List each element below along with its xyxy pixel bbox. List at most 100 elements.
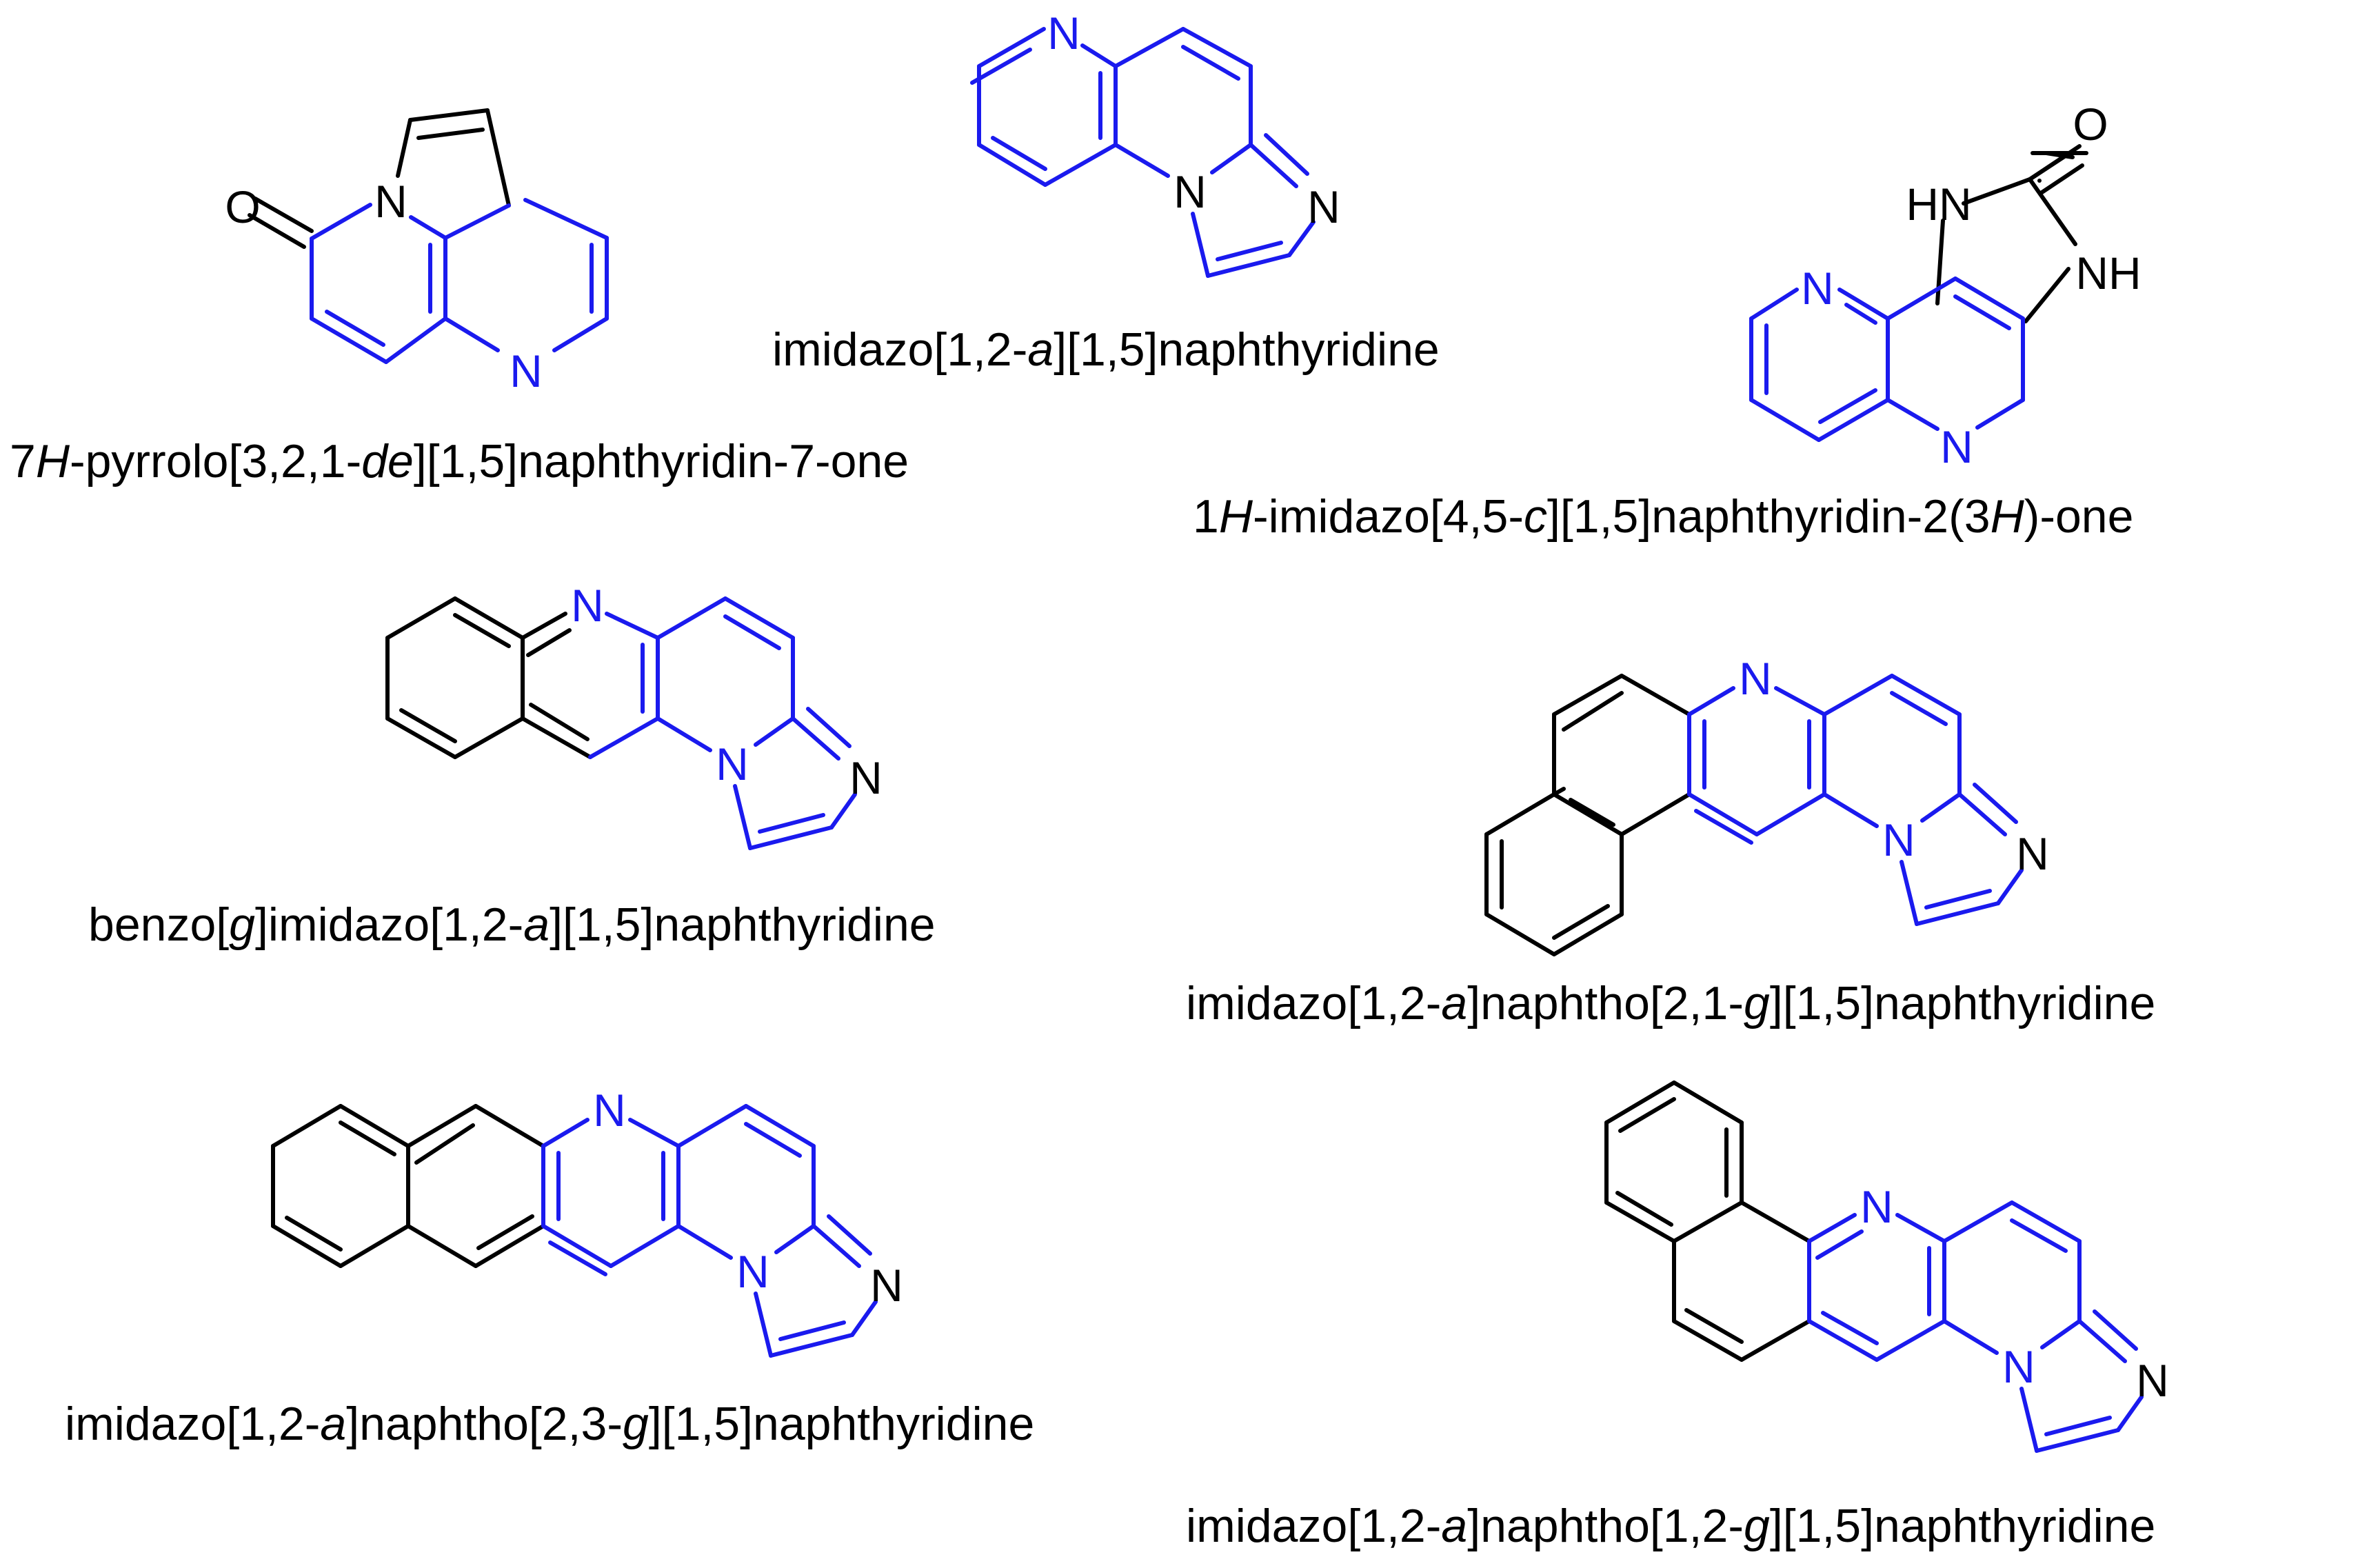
bond <box>806 707 852 748</box>
bond <box>628 1118 681 1148</box>
bond <box>744 1104 816 1148</box>
bond <box>754 716 795 747</box>
bond <box>1484 912 1556 956</box>
bond <box>2077 1319 2127 1363</box>
bond <box>588 716 660 759</box>
bond <box>2010 1200 2082 1243</box>
bond <box>754 1291 773 1358</box>
atom-o: O <box>2073 99 2108 150</box>
bond <box>1181 27 1253 68</box>
bond <box>1552 912 1624 956</box>
bond <box>656 716 712 752</box>
bond <box>2010 1218 2068 1253</box>
bond <box>552 316 609 352</box>
bond <box>248 213 306 249</box>
bond <box>2039 163 2084 195</box>
bond <box>1620 792 1691 836</box>
bond <box>406 1224 478 1268</box>
bond <box>1552 674 1624 716</box>
bond <box>1953 277 2025 321</box>
bond <box>1552 792 1624 836</box>
bond <box>474 1104 545 1148</box>
bond <box>443 316 500 352</box>
bond <box>1837 288 1890 321</box>
bond <box>443 203 511 240</box>
bond <box>829 792 857 830</box>
bond <box>310 203 372 241</box>
bond <box>2044 1416 2112 1436</box>
structure-naphtho12g: N N N <box>1604 1080 2169 1453</box>
bond <box>1920 792 1962 823</box>
bond <box>1875 1319 1946 1362</box>
atom-n: N <box>849 752 883 803</box>
bond <box>676 1224 733 1260</box>
structure-benzoimidazonaphthyridine: N N N <box>385 580 883 850</box>
bond <box>526 628 572 657</box>
atom-n: N <box>571 580 604 631</box>
bond <box>285 1216 343 1252</box>
atom-n: N <box>736 1246 769 1297</box>
bond <box>1114 27 1185 68</box>
bond <box>384 316 447 364</box>
structure-naphtho21g: N N N <box>1484 653 2049 956</box>
bond <box>1822 792 1879 828</box>
atom-hn: HN <box>1906 179 1971 230</box>
atom-nh: NH <box>2075 248 2141 299</box>
atom-n: N <box>1882 814 1915 865</box>
bond <box>1818 388 1877 424</box>
bond <box>1114 143 1170 178</box>
bond <box>1216 241 1283 261</box>
bond <box>1181 45 1240 81</box>
bond <box>850 1300 878 1337</box>
bond <box>1817 398 1890 442</box>
atom-n: N <box>1739 653 1772 704</box>
bond <box>1620 674 1691 716</box>
bond <box>409 215 447 240</box>
bond <box>1569 798 1615 827</box>
bond <box>1552 787 1566 796</box>
bond <box>744 1122 802 1158</box>
bond <box>1672 1200 1744 1243</box>
bond <box>2116 1395 2144 1432</box>
bond <box>1687 792 1759 836</box>
caption-pyrrolonaphthyridinone: 7H-pyrrolo[3,2,1-de][1,5]naphthyridin-7-… <box>10 435 909 488</box>
bond <box>325 310 385 347</box>
bond <box>385 716 457 759</box>
bond <box>1996 868 2024 905</box>
bond <box>2028 144 2082 181</box>
bond <box>605 612 660 640</box>
atom-n: N <box>1860 1181 1893 1232</box>
structure-imidazonaphthyridinone: O HN NH N N <box>1749 99 2142 472</box>
bond <box>1953 294 2011 330</box>
bond <box>1249 143 1298 188</box>
bond <box>1672 1080 1744 1125</box>
bond <box>791 716 840 761</box>
bond <box>1815 1229 1864 1260</box>
bond <box>758 813 825 834</box>
atom-n: N <box>716 738 749 790</box>
bond <box>1957 792 2007 836</box>
bond <box>1191 212 1210 278</box>
bond <box>1807 1319 1879 1362</box>
bond <box>1604 1080 1676 1125</box>
bond <box>1822 674 1894 716</box>
bond <box>339 1120 396 1156</box>
bond <box>385 596 457 640</box>
bond <box>977 27 1046 68</box>
bond <box>1264 133 1309 176</box>
bond <box>778 1320 846 1341</box>
bond <box>271 1224 343 1268</box>
bond <box>2024 267 2070 323</box>
atom-n: N <box>2136 1355 2169 1406</box>
caption-benzoimidazonaphthyridine: benzo[g]imidazo[1,2-a][1,5]naphthyridine <box>88 898 936 951</box>
caption-naphtho12g: imidazo[1,2-a]naphtho[1,2-g][1,5]naphthy… <box>1186 1500 2155 1552</box>
atom-n: N <box>870 1260 903 1311</box>
bond <box>541 1224 613 1268</box>
bond <box>2035 1428 2120 1453</box>
bond <box>1807 1213 1857 1243</box>
bond <box>769 1333 854 1358</box>
bond <box>1604 1200 1676 1243</box>
bond <box>1924 889 1992 909</box>
atom-n: N <box>1047 8 1080 59</box>
bond <box>521 612 567 640</box>
